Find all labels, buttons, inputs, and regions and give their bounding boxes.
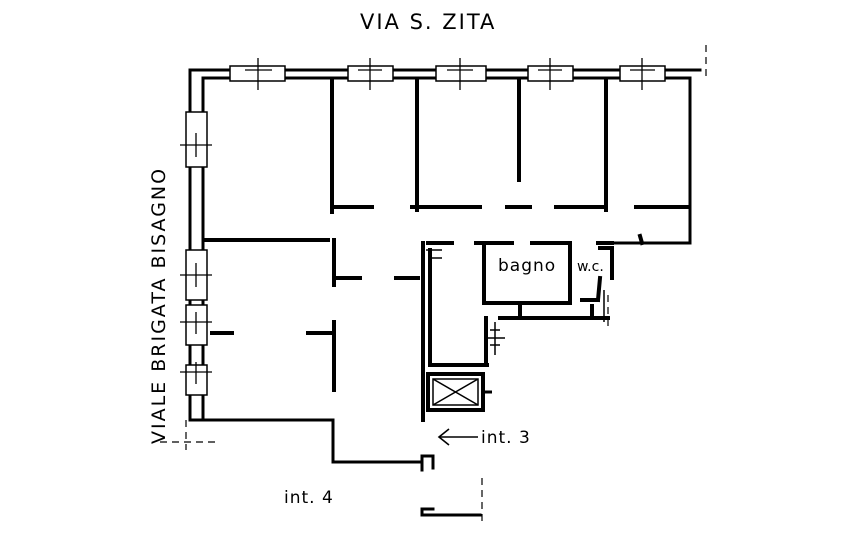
thin-partitions [426,249,605,355]
room-label-bathroom: bagno [498,256,557,276]
window-crosses [180,58,655,384]
unit-label-int4: int. 4 [284,488,334,508]
arrow-left-icon [437,428,478,446]
exterior-walls [188,68,702,517]
unit-label-int3: int. 3 [481,428,531,448]
dimension-lines [160,45,707,525]
facade-windows [185,65,666,396]
interior-walls [203,78,690,422]
street-label-top: VIA S. ZITA [360,10,497,34]
room-label-wc: w.c. [577,259,604,275]
elevator-shaft-icon [426,372,492,412]
street-label-left: VIALE BRIGATA BISAGNO [148,166,170,444]
